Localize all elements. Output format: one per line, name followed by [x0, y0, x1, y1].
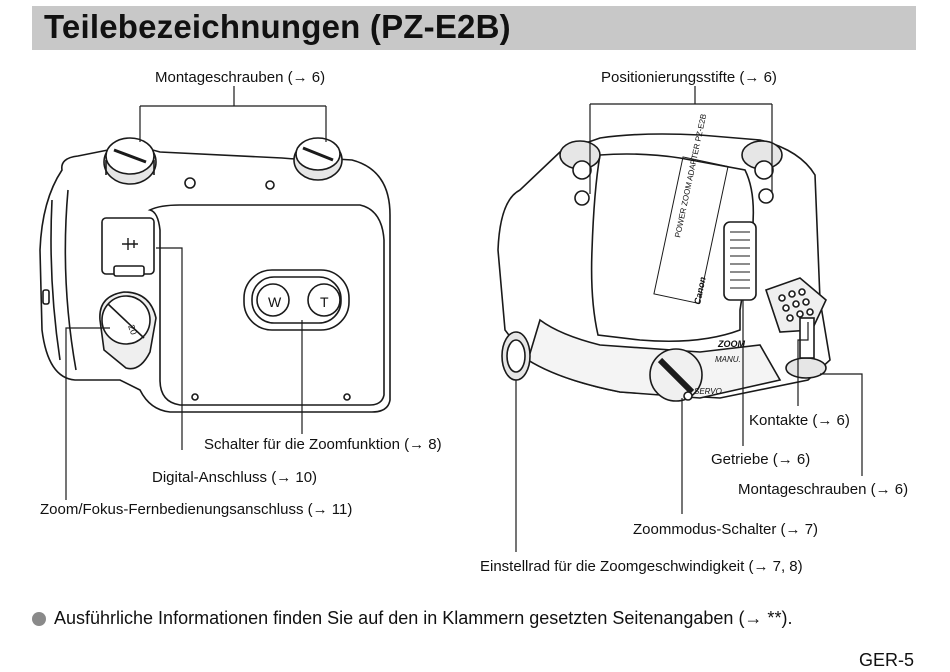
- label-gears: Getriebe (→ 6): [711, 451, 811, 468]
- label-positioning-pins: Positionierungsstifte (→ 6): [601, 69, 777, 86]
- left-mounting-screw-2: [293, 137, 343, 181]
- left-mounting-screw-1: [103, 137, 157, 185]
- cap-text: 20: [126, 323, 139, 336]
- right-device-illustration: [497, 133, 831, 402]
- w-button-text: W: [268, 294, 282, 310]
- label-mounting-screws-right: Montageschrauben (→ 6): [738, 481, 909, 498]
- label-digital-port: Digital-Anschluss (→ 10): [152, 469, 318, 486]
- label-zoom-switch: Schalter für die Zoomfunktion (→ 8): [204, 436, 442, 453]
- right-bottom-screw: [785, 317, 827, 379]
- page-title: Teilebezeichnungen (PZ-E2B): [44, 8, 511, 45]
- left-leader-lines: [65, 86, 327, 500]
- gear-wheel: [723, 221, 757, 301]
- label-zoom-mode-switch: Zoommodus-Schalter (→ 7): [633, 521, 819, 538]
- label-remote-port: Zoom/Fokus-Fernbedienungsanschluss (→ 11…: [40, 501, 353, 518]
- zoom-mode-switch-knob: [649, 348, 703, 402]
- label-contacts: Kontakte (→ 6): [749, 412, 850, 429]
- servo-text: SERVO: [694, 387, 722, 396]
- zoom-rocker-switch: [243, 269, 350, 331]
- remote-port-cap: [99, 291, 157, 370]
- left-device-illustration: 20 W T: [39, 137, 391, 413]
- digital-port-cover: [101, 217, 155, 277]
- manu-text: MANU.: [715, 355, 741, 364]
- bullet-icon: [32, 611, 46, 626]
- t-button-text: T: [320, 294, 329, 310]
- label-zoom-speed-dial: Einstellrad für die Zoomgeschwindigkeit …: [480, 558, 803, 575]
- info-note: Ausführliche Informationen finden Sie au…: [32, 608, 792, 629]
- title-bar: Teilebezeichnungen (PZ-E2B): [32, 6, 916, 50]
- zoom-text: ZOOM: [717, 339, 745, 349]
- page-number: GER-5: [858, 650, 914, 670]
- zoom-speed-dial: [501, 331, 531, 381]
- right-leader-lines: [515, 86, 863, 552]
- note-text: Ausführliche Informationen finden Sie au…: [54, 608, 793, 628]
- label-mounting-screws-left: Montageschrauben (→ 6): [155, 69, 326, 86]
